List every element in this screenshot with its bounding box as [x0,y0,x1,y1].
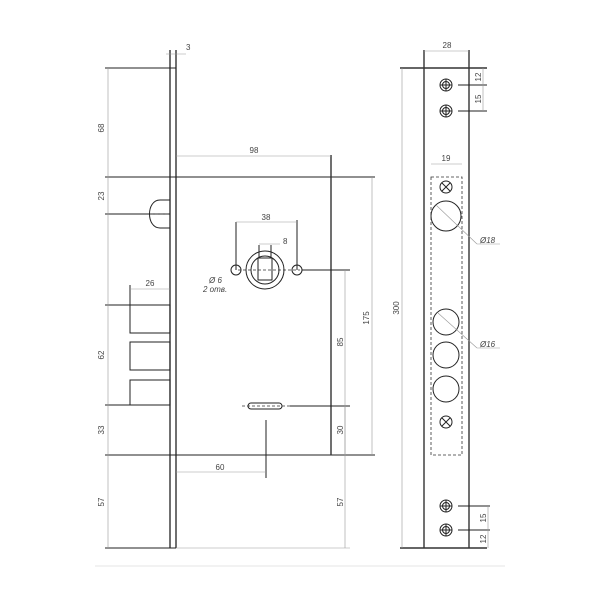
dim-pocket-width: 19 [442,154,451,163]
screw-hole-icon [439,499,453,513]
screw-hole-icon [439,78,453,92]
screw-hole-icon [439,523,453,537]
cross-mark-icon [439,180,453,194]
dim-small-hole: Ø16 [479,340,496,349]
dim-bottom-faceplate: 57 [97,497,106,506]
dim-strike-width: 28 [443,41,452,50]
dim-top-screw-spacing: 15 [474,94,483,103]
strike-plate [400,50,487,549]
dim-bolt-projection: 26 [146,279,155,288]
strike-dimension-labels: 300 28 12 15 19 Ø18 Ø16 15 12 [392,41,496,543]
lock-dimension-lines [107,53,373,549]
screw-hole-icon [439,104,453,118]
strike-screw-holes [439,78,490,537]
strike-dimension-lines [401,50,489,548]
strike-bolt-holes [430,200,500,403]
lock-dimension-labels: 3 68 98 23 38 8 Ø 6 2 отв. 26 62 33 85 1… [97,43,371,506]
lock-faceplate [169,50,177,548]
lock-body [105,67,375,549]
dim-spindle-square: 8 [283,237,288,246]
dim-top-screw-offset: 12 [474,72,483,81]
dim-body-height: 175 [362,311,371,325]
dim-bottom-screw-spacing: 15 [479,513,488,522]
dim-keyhole-height: 30 [336,425,345,434]
cross-mark-icon [439,415,453,429]
dim-backset: 60 [216,463,225,472]
dim-faceplate-thickness: 3 [186,43,191,52]
dim-strike-length: 300 [392,301,401,315]
dim-bottom-screw-offset: 12 [479,534,488,543]
dim-hole-count: 2 отв. [202,285,227,294]
dim-bolt-to-bottom: 33 [97,425,106,434]
dim-bolt-span: 62 [97,350,106,359]
deadbolts [105,285,171,406]
dim-bottom-body: 57 [336,497,345,506]
dim-hole-spacing: 38 [262,213,271,222]
dim-hole-diameter: Ø 6 [208,276,222,285]
dim-top: 68 [97,123,106,132]
dim-spindle-height: 85 [336,337,345,346]
dim-large-hole: Ø18 [479,236,496,245]
dim-body-depth: 98 [250,146,259,155]
dim-latch-offset: 23 [97,191,106,200]
latch-bolt [105,199,170,229]
spindle-hub [230,220,350,290]
keyhole [242,402,350,478]
